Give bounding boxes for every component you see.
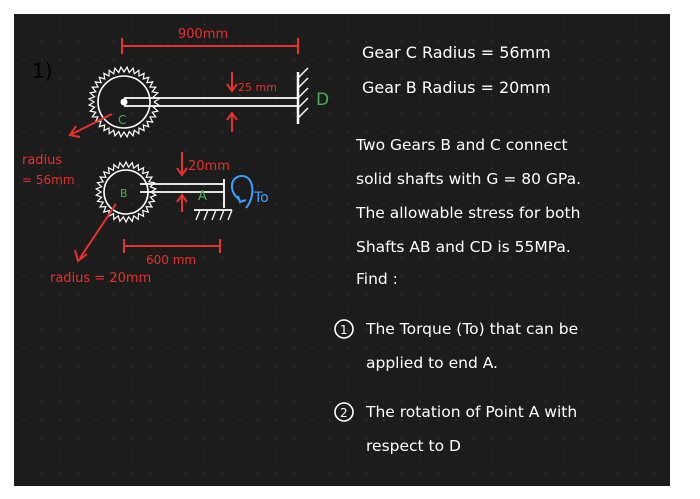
gear-diagram: 900mm D C 25 mm (22, 27, 329, 286)
offset-20-arrows (176, 152, 188, 212)
dimension-600 (123, 239, 221, 253)
point-d-label: D (316, 90, 329, 110)
question-1-line-1: The Torque (To) that can be (365, 320, 578, 338)
gear-b-teeth (94, 160, 158, 224)
statement-line-4: Shafts AB and CD is 55MPa. (356, 238, 571, 256)
note-canvas: 1) 900mm D C (14, 14, 670, 486)
question-2-marker: 2 (340, 406, 348, 420)
gear-c-label: C (118, 113, 126, 127)
statement-line-2: solid shafts with G = 80 GPa. (356, 170, 581, 188)
point-a-label: A (198, 189, 207, 204)
statement-line-3: The allowable stress for both (355, 204, 580, 222)
torque-label: To (253, 190, 269, 206)
offset-25-arrows (226, 72, 238, 132)
radius-b-note: radius = 20mm (50, 271, 151, 286)
question-2-line-1: The rotation of Point A with (365, 403, 577, 421)
offset-25-label: 25 mm (238, 81, 277, 94)
dimension-900-label: 900mm (178, 27, 228, 42)
offset-20-label: 20mm (188, 159, 230, 174)
gear-c-radius-text: Gear C Radius = 56mm (362, 43, 551, 62)
question-1-marker-circle (334, 319, 354, 339)
note-board: 1) 900mm D C (14, 14, 670, 486)
bearing-support (194, 209, 233, 221)
gear-b-radius-text: Gear B Radius = 20mm (362, 78, 551, 97)
radius-c-note-line2: = 56mm (22, 173, 75, 187)
gear-c-teeth (87, 65, 161, 139)
shaft-ab (140, 179, 225, 208)
question-2-marker-circle (334, 402, 354, 422)
question-1-marker: 1 (340, 323, 348, 337)
question-1-line-2: applied to end A. (366, 354, 498, 372)
dot-grid (23, 23, 655, 475)
radius-c-note-line1: radius (22, 153, 62, 168)
statement-line-5: Find : (356, 270, 398, 288)
problem-notes: Gear C Radius = 56mm Gear B Radius = 20m… (334, 43, 581, 455)
statement-line-1: Two Gears B and C connect (355, 136, 568, 154)
dimension-600-label: 600 mm (146, 253, 196, 267)
gear-c (87, 65, 161, 139)
problem-number: 1) (32, 59, 53, 83)
question-2-line-2: respect to D (366, 437, 461, 455)
dimension-900 (121, 38, 299, 54)
radius-c-arrow (68, 113, 113, 138)
shaft-cd (124, 97, 298, 107)
gear-b-label: B (120, 187, 128, 200)
torque-arrow (231, 174, 254, 209)
radius-b-arrow (74, 203, 117, 263)
